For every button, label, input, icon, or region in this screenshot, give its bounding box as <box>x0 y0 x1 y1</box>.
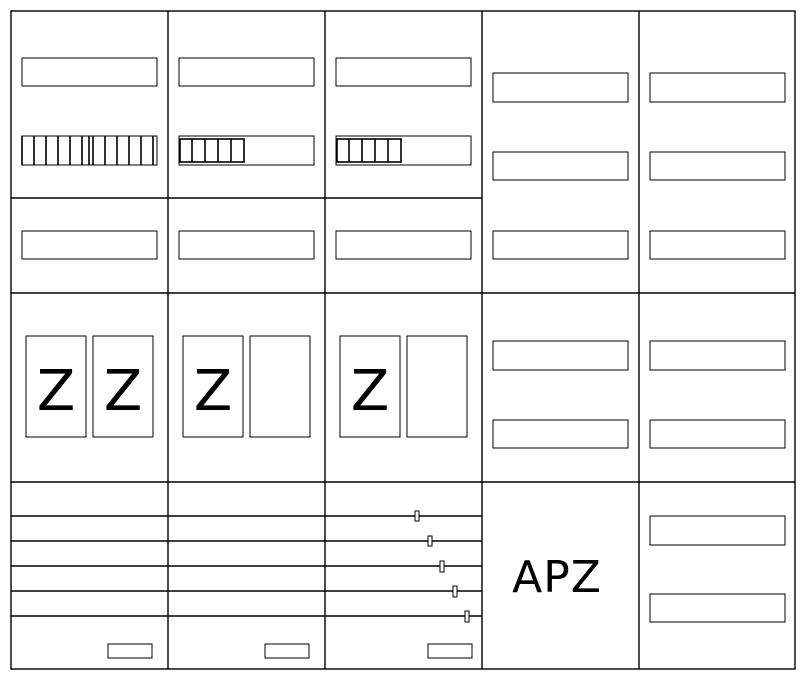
column-1-top <box>21 57 158 260</box>
breaker-rail <box>335 135 472 166</box>
device-slot <box>21 230 158 260</box>
device-slot <box>178 57 315 87</box>
column-2-top <box>178 57 315 260</box>
device-slot <box>178 230 315 260</box>
meter-symbol: Z <box>194 359 232 424</box>
meter-symbol: Z <box>351 359 389 424</box>
column-4-upper-slots <box>492 72 629 260</box>
busbar-connectors <box>414 510 470 623</box>
column-dividers <box>167 11 640 669</box>
meter-symbol: Z <box>104 359 142 424</box>
column-5-upper-slots <box>649 72 786 260</box>
empty-meter-slot <box>249 335 311 438</box>
column-5-lower-slots <box>649 515 786 623</box>
busbar-section <box>11 515 482 617</box>
column-3-top <box>335 57 472 260</box>
breaker-modules <box>21 136 154 165</box>
meter-box <box>339 335 401 438</box>
row-dividers <box>11 197 795 483</box>
meter-row: Z Z Z Z <box>25 335 786 449</box>
meter-box <box>92 335 154 438</box>
apz-label: APZ <box>512 552 602 603</box>
breaker-rail <box>178 135 315 166</box>
meter-symbol: Z <box>37 359 75 424</box>
terminal-blocks <box>107 643 473 659</box>
breaker-modules <box>336 138 402 163</box>
device-slot <box>335 230 472 260</box>
meter-box <box>182 335 244 438</box>
device-slot <box>335 57 472 87</box>
device-slot <box>21 57 158 87</box>
cabinet-outer-frame <box>10 10 796 670</box>
meter-box <box>25 335 87 438</box>
breaker-modules <box>179 138 245 163</box>
empty-meter-slot <box>406 335 468 438</box>
